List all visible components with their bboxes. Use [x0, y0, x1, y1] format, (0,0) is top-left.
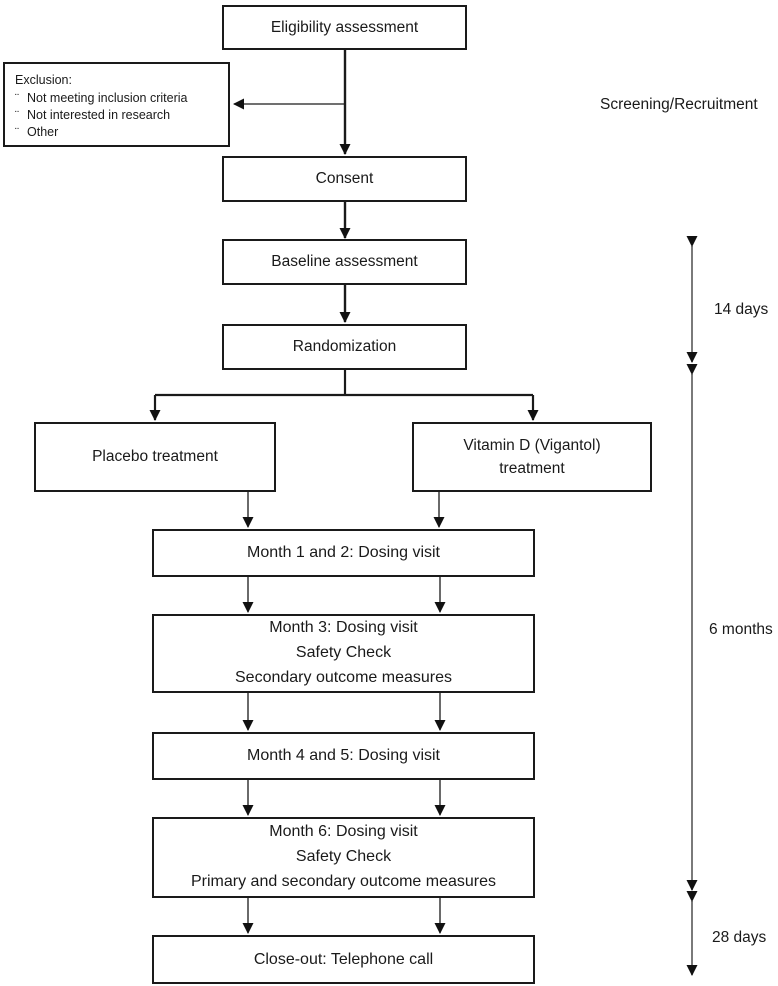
close-out-box: Close-out: Telephone call [152, 935, 535, 984]
randomization-box: Randomization [222, 324, 467, 370]
bullet-icon: ¨ [15, 125, 19, 139]
month-3-line: Safety Check [295, 644, 392, 662]
exclusion-item-label: Not interested in research [27, 108, 171, 122]
exclusion-item: ¨ Not interested in research [15, 107, 222, 124]
duration-28-days-label: 28 days [712, 929, 767, 946]
vitamin-d-line: Vitamin D (Vigantol) [463, 436, 601, 454]
duration-14-days-label: 14 days [714, 301, 769, 318]
baseline-assessment-label: Baseline assessment [271, 253, 418, 271]
bullet-icon: ¨ [15, 91, 19, 105]
exclusion-item: ¨ Other [15, 124, 222, 141]
placebo-treatment-box: Placebo treatment [34, 422, 276, 492]
duration-6-months-label: 6 months [709, 621, 773, 638]
month-3-line: Secondary outcome measures [235, 668, 452, 686]
exclusion-item: ¨ Not meeting inclusion criteria [15, 90, 222, 107]
screening-recruitment-label: Screening/Recruitment [600, 96, 758, 113]
exclusion-item-label: Other [27, 125, 59, 139]
flow-arrows [149, 50, 539, 934]
vitamin-d-treatment-box: Vitamin D (Vigantol) treatment [412, 422, 652, 492]
branch-line [155, 370, 533, 397]
vitamin-d-line: treatment [499, 460, 565, 477]
consent-box: Consent [222, 156, 467, 202]
baseline-assessment-box: Baseline assessment [222, 239, 467, 285]
eligibility-assessment-label: Eligibility assessment [270, 18, 419, 36]
placebo-treatment-label: Placebo treatment [92, 448, 218, 466]
bullet-icon: ¨ [15, 108, 19, 122]
exclusion-box: Exclusion: ¨ Not meeting inclusion crite… [3, 62, 230, 147]
month-4-5-box: Month 4 and 5: Dosing visit [152, 732, 535, 780]
month-6-box: Month 6: Dosing visit Safety Check Prima… [152, 817, 535, 898]
month-4-5-label: Month 4 and 5: Dosing visit [247, 747, 440, 764]
close-out-label: Close-out: Telephone call [253, 950, 434, 968]
randomization-label: Randomization [292, 338, 397, 356]
eligibility-assessment-box: Eligibility assessment [222, 5, 467, 50]
month-3-line: Month 3: Dosing visit [269, 619, 418, 637]
consent-label: Consent [315, 170, 374, 188]
month-6-line: Month 6: Dosing visit [269, 823, 418, 841]
month-6-line: Safety Check [295, 848, 392, 866]
exclusion-title: Exclusion: [15, 73, 72, 87]
month-1-2-label: Month 1 and 2: Dosing visit [247, 544, 440, 561]
exclusion-item-label: Not meeting inclusion criteria [27, 91, 188, 105]
month-1-2-box: Month 1 and 2: Dosing visit [152, 529, 535, 577]
month-6-line: Primary and secondary outcome measures [190, 872, 497, 890]
month-3-box: Month 3: Dosing visit Safety Check Secon… [152, 614, 535, 693]
